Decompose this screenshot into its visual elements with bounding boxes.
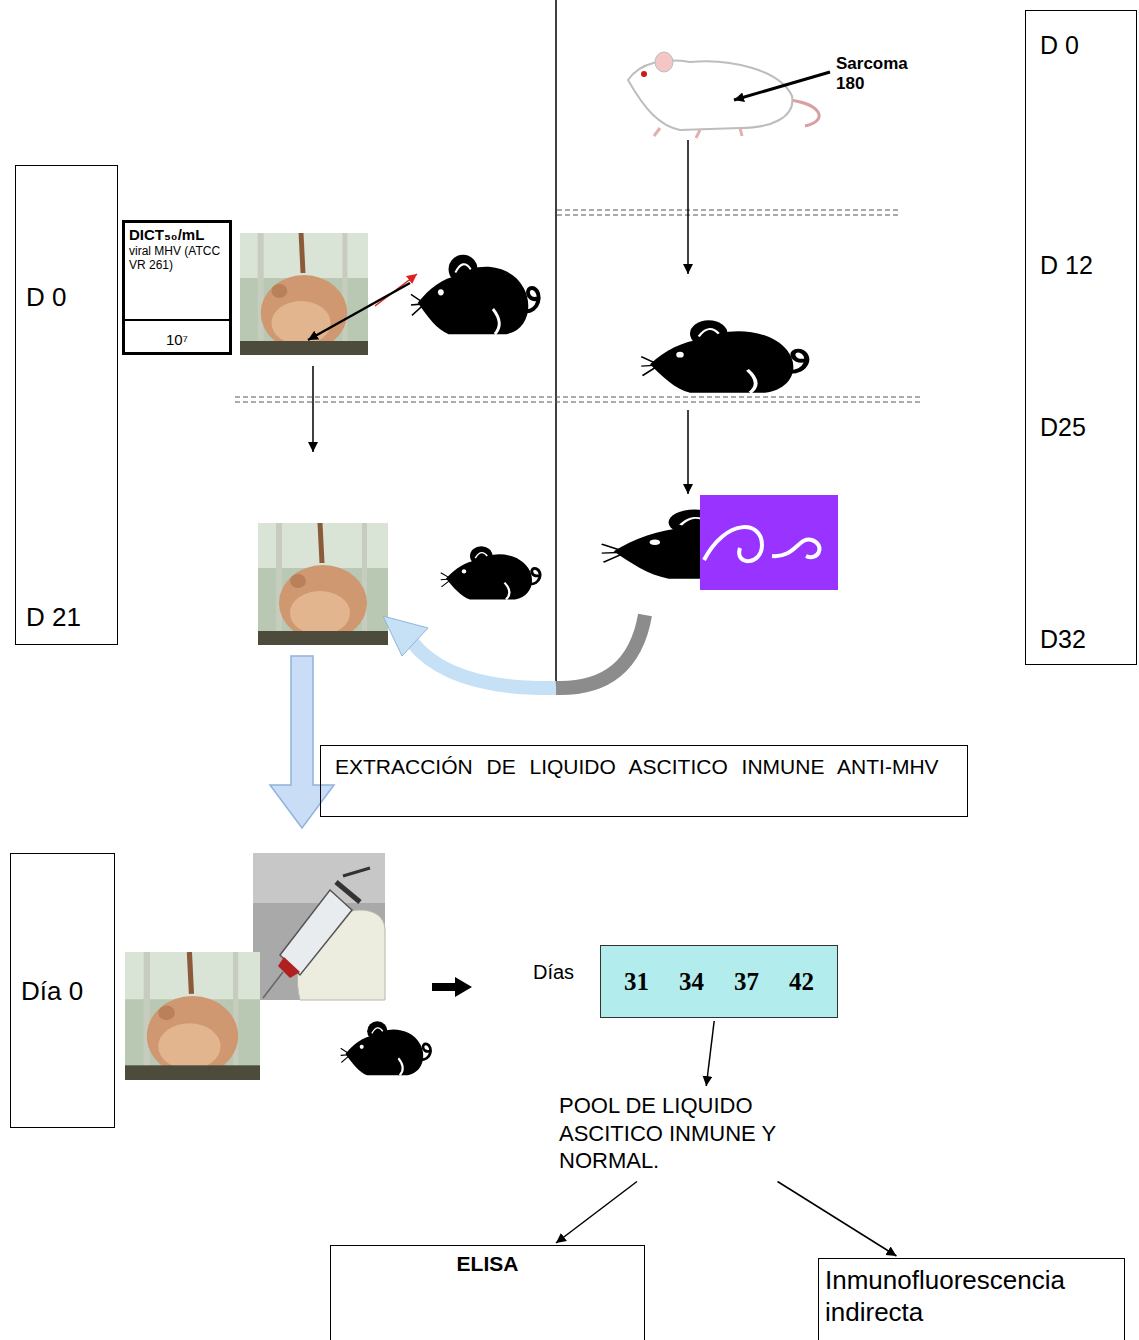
method-box: Inmunofluorescencia indirecta <box>818 1258 1125 1340</box>
white-rat <box>641 71 647 77</box>
white-rat <box>628 61 792 130</box>
extraction-arrow <box>270 656 334 828</box>
timeline-bracket: D 0 D 12 D25D32 <box>1025 10 1137 665</box>
dose-box: DICT₅₀/mLviral MHV (ATCC VR 261) 10⁷ <box>122 220 232 355</box>
syringe-photo <box>253 853 385 1000</box>
flow-arrow <box>313 140 688 494</box>
white-rat <box>655 52 673 72</box>
node-text: Inmunofluorescencia indirecta <box>825 1265 1118 1328</box>
dose-unit: DICT₅₀/mL <box>129 226 225 244</box>
flow-arrow <box>432 977 472 997</box>
day-number: 31 <box>624 968 649 996</box>
method-box: ELISA <box>330 1245 645 1340</box>
syringe-photo <box>280 890 352 975</box>
axis-label: Días <box>533 961 574 984</box>
dose-value: 10⁷ <box>125 319 229 348</box>
flow-connector <box>706 1021 714 1086</box>
days-box: 31 34 37 42 <box>600 945 838 1018</box>
time-label: D25 <box>1040 413 1086 442</box>
divider-line <box>555 0 557 686</box>
node-text: POOL DE LIQUIDO ASCITICO INMUNE Y NORMAL… <box>559 1092 842 1175</box>
syringe-photo <box>253 853 385 903</box>
leader-line <box>734 72 830 100</box>
hamster-photo <box>240 233 368 355</box>
time-label: D 0 <box>26 282 66 313</box>
transfer-arrow <box>556 615 645 688</box>
dashed-separator <box>235 210 920 402</box>
node-text: EXTRACCIÓN DE LIQUIDO ASCITICO INMUNE AN… <box>335 754 953 780</box>
purple-half-mouse <box>704 527 762 561</box>
node-text: ELISA <box>337 1252 638 1276</box>
flow-arrow <box>432 977 472 997</box>
day-number: 34 <box>679 968 704 996</box>
transfer-arrow <box>383 616 428 656</box>
time-label: D 12 <box>1040 251 1093 280</box>
virus-name: viral MHV (ATCC VR 261) <box>129 244 225 273</box>
white-rat <box>654 128 742 138</box>
hamster-photo <box>258 523 388 645</box>
dashed-separator <box>557 215 900 216</box>
inoculation-arrow <box>308 274 417 340</box>
dashed-separator <box>235 397 920 398</box>
extraction-arrow <box>270 656 334 828</box>
callout-label: Sarcoma 180 <box>836 54 916 95</box>
divider-line <box>556 0 557 686</box>
syringe-photo <box>336 882 360 902</box>
day-bracket: Día 0 <box>10 853 115 1128</box>
step-box: EXTRACCIÓN DE LIQUIDO ASCITICO INMUNE AN… <box>320 745 968 817</box>
hamster-photo <box>125 952 260 1080</box>
mouse-silhouette <box>411 255 539 334</box>
transfer-arrow <box>412 642 556 688</box>
hamster-photo <box>125 952 260 1080</box>
purple-half-mouse <box>700 495 838 590</box>
pool-text: POOL DE LIQUIDO ASCITICO INMUNE Y NORMAL… <box>555 1088 846 1179</box>
timeline-bracket: D 0 D 21 <box>15 165 118 645</box>
syringe-photo <box>343 868 370 876</box>
time-label: D 0 <box>1040 31 1079 60</box>
time-label: D 21 <box>26 602 81 633</box>
white-rat <box>628 52 819 138</box>
time-label: Día 0 <box>21 976 83 1007</box>
white-rat <box>790 100 819 126</box>
mouse-silhouette <box>441 546 540 599</box>
day-number: 42 <box>789 968 814 996</box>
purple-half-mouse <box>772 540 819 558</box>
mouse-silhouette <box>341 1021 431 1075</box>
flow-connector <box>556 1182 637 1244</box>
flow-connector <box>778 1182 897 1257</box>
dashed-separator <box>235 402 920 403</box>
transfer-arrow <box>383 615 645 688</box>
syringe-photo <box>263 972 283 998</box>
mouse-silhouette <box>641 320 807 393</box>
leader-line <box>734 72 830 100</box>
flow-arrow <box>687 140 689 274</box>
flow-arrow <box>687 410 689 494</box>
purple-half-mouse <box>700 495 838 590</box>
inoculation-arrow <box>308 283 410 340</box>
hamster-photo <box>240 233 388 645</box>
dashed-separator <box>557 210 900 211</box>
syringe-photo <box>253 853 385 1000</box>
day-number: 37 <box>734 968 759 996</box>
time-label: D32 <box>1040 625 1086 654</box>
flow-arrow <box>312 366 314 452</box>
